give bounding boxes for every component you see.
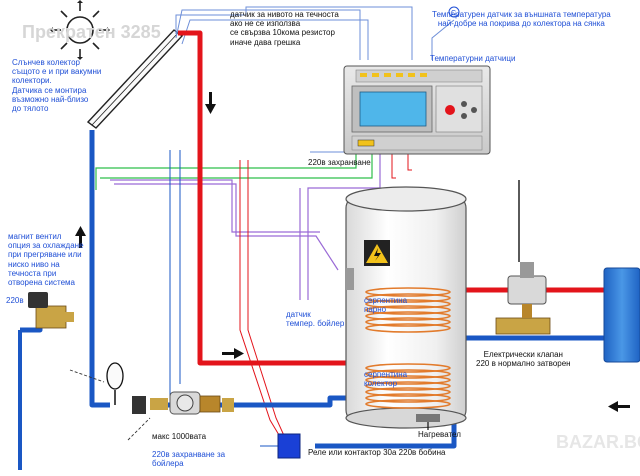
valve-note: магнит вентил опция за охлаждане при пре… <box>8 232 84 287</box>
outside-temp-note: Температурен датчик за външната температ… <box>432 10 611 29</box>
outside-sensor-icon: C <box>448 6 460 18</box>
brand-watermark: BAZAR.BG <box>556 432 640 452</box>
expansion-vessel <box>106 362 124 405</box>
coil-upper <box>365 287 451 333</box>
heater-label: Нагревател <box>418 430 461 439</box>
boiler-supply-label: 220в захранване за бойлера <box>152 450 226 469</box>
relay-wires <box>239 150 412 441</box>
electric-valve <box>495 180 551 335</box>
relay-label: Реле или контактор 30а 220в бобина <box>308 448 446 457</box>
solenoid-valve <box>28 292 74 329</box>
signal-wires-green <box>95 150 381 300</box>
coil-top-label: серпентина парно <box>364 296 408 315</box>
sun-icon <box>50 0 110 60</box>
watermark-text: Прекратен 3285 <box>22 22 161 42</box>
pump-max-label: макс 1000вата <box>152 432 207 441</box>
coil-bottom-label: серпентина колектор <box>364 370 408 389</box>
svg-text:C: C <box>451 10 456 17</box>
controller-unit <box>343 65 491 155</box>
heater-element <box>416 414 440 430</box>
relay-box <box>277 433 301 459</box>
boiler-sensor-label: датчик темпер. бойлер <box>286 310 345 329</box>
flow-arrow-left-icon <box>608 401 630 412</box>
supply-220-label: 220в захранване <box>308 158 371 167</box>
dashed-pointer-lines <box>69 369 151 441</box>
electric-valve-label: Електрически клапан 220 в нормално затво… <box>476 350 571 369</box>
valve-220-label: 220в <box>6 296 24 305</box>
flow-arrow-right-icon <box>222 348 244 359</box>
circulation-pump <box>132 391 234 415</box>
temp-sensors-label: Температурни датчици <box>430 54 516 63</box>
warning-high-voltage-icon <box>364 240 390 266</box>
level-sensor-note: датчик за нивото на течноста ако не се и… <box>230 10 339 47</box>
solar-collector <box>86 29 184 129</box>
flow-arrow-down-icon <box>205 92 216 114</box>
radiator <box>603 267 640 363</box>
flow-arrow-up-icon <box>75 226 86 248</box>
coil-lower <box>365 363 451 409</box>
collector-note: Слънчев колектор същото е и при вакумни … <box>12 58 102 113</box>
